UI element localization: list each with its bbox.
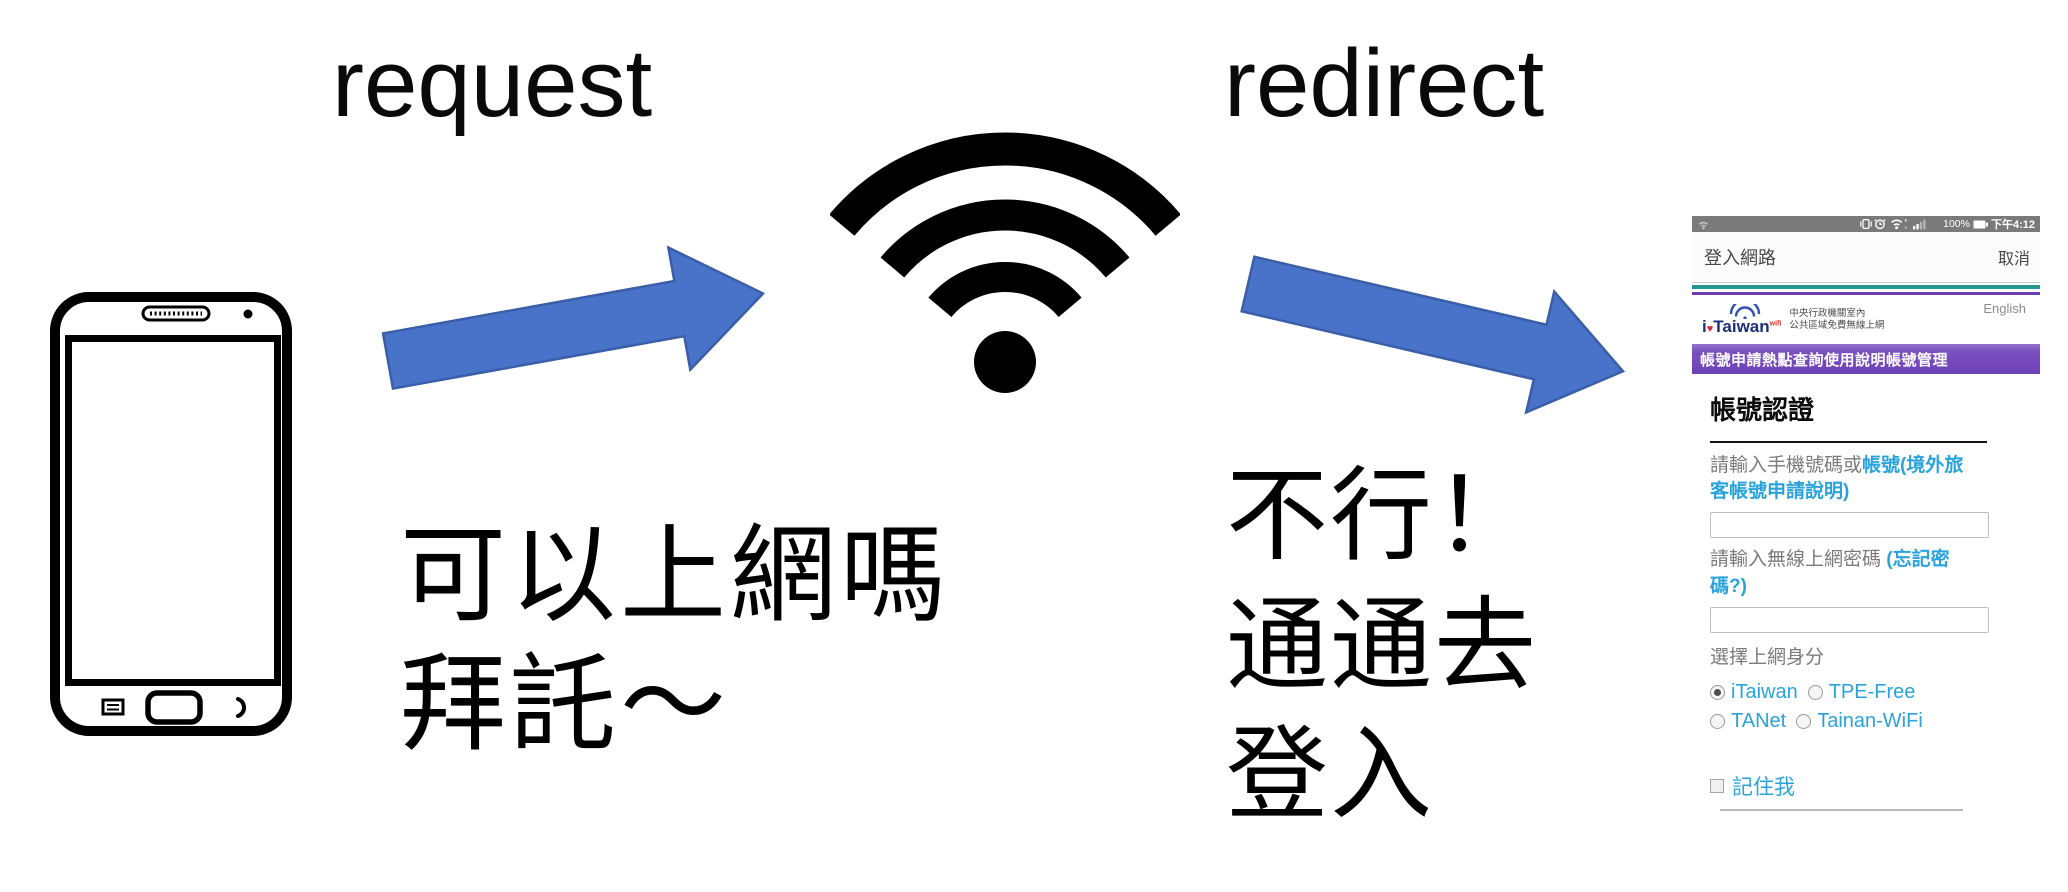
radio-label: iTaiwan	[1731, 680, 1798, 703]
radio-tanet[interactable]: TANet	[1710, 710, 1786, 733]
nav-item-account-manage[interactable]: 帳號管理	[1886, 351, 1949, 369]
smartphone-icon	[50, 292, 292, 736]
radio-label: TANet	[1731, 709, 1787, 732]
org-text: 中央行政機關室內 公共區域免費無線上網	[1789, 308, 1884, 331]
radio-tpe-free[interactable]: TPE-Free	[1807, 680, 1916, 704]
captive-portal-screenshot: 100% 下午4:12 登入網路 取消 i♥Ta	[1692, 216, 2040, 811]
itaiwan-logo: i♥Taiwanwifi	[1702, 303, 1782, 336]
open-network-icon	[1698, 221, 1709, 229]
account-label-text: 請輸入手機號碼或	[1710, 455, 1863, 476]
password-input[interactable]	[1710, 606, 1989, 633]
logo-taiwan: Taiwan	[1713, 316, 1770, 336]
speaker-grille	[141, 305, 211, 322]
deny-line-2: 通通去	[1226, 588, 1538, 703]
deny-line-1: 不行！	[1226, 459, 1538, 573]
radio-label: TPE-Free	[1828, 680, 1916, 703]
bottom-divider	[1720, 808, 1963, 811]
android-status-bar: 100% 下午4:12	[1692, 216, 2040, 232]
menu-button-icon	[101, 698, 125, 716]
account-help-link[interactable]: 帳號(境外旅客帳號申請說明)	[1710, 455, 1964, 503]
home-button	[145, 690, 203, 725]
clock-time: 下午4:12	[1990, 219, 2035, 231]
portal-form: 帳號認證 請輸入手機號碼或帳號(境外旅客帳號申請說明) 請輸入無線上網密碼 (忘…	[1692, 374, 2040, 811]
ask-line-2: 拜託～	[400, 646, 730, 765]
cancel-button[interactable]: 取消	[1997, 251, 2030, 268]
logo-wifi-sup: wifi	[1769, 319, 1782, 327]
heart-icon: ♥	[1706, 322, 1714, 335]
remember-me-checkbox[interactable]	[1710, 778, 1724, 793]
nav-item-instructions[interactable]: 使用說明	[1824, 351, 1887, 369]
org-line-1: 中央行政機關室內	[1789, 308, 1866, 320]
identity-label: 選擇上網身分	[1710, 646, 1825, 668]
brand-row: i♥Taiwanwifi 中央行政機關室內 公共區域免費無線上網 English	[1692, 295, 2040, 344]
identity-radio-group: iTaiwan TPE-Free TANet Tainan-WiFi	[1710, 681, 2022, 733]
alarm-icon	[1874, 219, 1886, 230]
radio-dot[interactable]	[1796, 713, 1812, 729]
remember-me-label: 記住我	[1732, 775, 1795, 799]
account-field-label: 請輸入手機號碼或帳號(境外旅客帳號申請說明)	[1710, 453, 1964, 505]
wifi-status-icon	[1891, 219, 1908, 230]
deny-line-3: 登入	[1226, 718, 1434, 833]
radio-dot-selected[interactable]	[1710, 684, 1725, 700]
page-title: 登入網路	[1704, 248, 1776, 268]
redirect-label: redirect	[1224, 30, 1545, 137]
password-label-text: 請輸入無線上網密碼	[1710, 549, 1887, 571]
front-camera-dot	[243, 309, 253, 319]
back-button-icon	[236, 697, 246, 718]
radio-label: Tainan-WiFi	[1817, 709, 1923, 732]
forgot-password-link[interactable]: (忘記密碼?)	[1710, 549, 1950, 597]
request-label: request	[332, 30, 653, 137]
nav-item-hotspot-search[interactable]: 熱點查詢	[1762, 351, 1825, 369]
signal-bars-icon	[1913, 219, 1926, 230]
request-arrow	[381, 245, 766, 391]
radio-dot[interactable]	[1710, 713, 1725, 729]
logo-i: i	[1702, 316, 1707, 336]
section-title: 帳號認證	[1710, 395, 1815, 425]
password-field-label: 請輸入無線上網密碼 (忘記密碼?)	[1710, 547, 1964, 599]
portal-nav-bar: 帳號申請 熱點查詢 使用說明 帳號管理	[1692, 344, 2040, 374]
org-line-2: 公共區域免費無線上網	[1789, 319, 1885, 331]
deny-text-block: 不行！ 通通去 登入	[1226, 452, 1538, 841]
ask-line-1: 可以上網嗎	[400, 517, 950, 635]
english-link[interactable]: English	[1983, 301, 2026, 316]
battery-percent: 100%	[1943, 218, 1970, 230]
account-input[interactable]	[1710, 512, 1989, 539]
vibrate-icon	[1860, 218, 1872, 230]
login-header: 登入網路 取消	[1692, 232, 2040, 283]
redirect-arrow	[1240, 255, 1626, 415]
phone-screen	[65, 335, 281, 686]
section-divider	[1710, 441, 1987, 443]
status-icons	[1860, 218, 1926, 230]
purple-divider	[1692, 292, 2040, 295]
remember-me-row: 記住我	[1710, 771, 2022, 801]
nav-item-account-apply[interactable]: 帳號申請	[1700, 351, 1763, 369]
wifi-icon	[830, 132, 1180, 393]
radio-dot[interactable]	[1807, 684, 1823, 700]
ask-text-block: 可以上網嗎 拜託～	[400, 512, 950, 771]
battery-icon	[1973, 220, 1988, 228]
radio-tainan-wifi[interactable]: Tainan-WiFi	[1796, 710, 1923, 733]
radio-itaiwan[interactable]: iTaiwan	[1710, 681, 1798, 704]
teal-divider	[1692, 285, 2040, 289]
itaiwan-wifi-arcs-icon	[1729, 303, 1761, 319]
